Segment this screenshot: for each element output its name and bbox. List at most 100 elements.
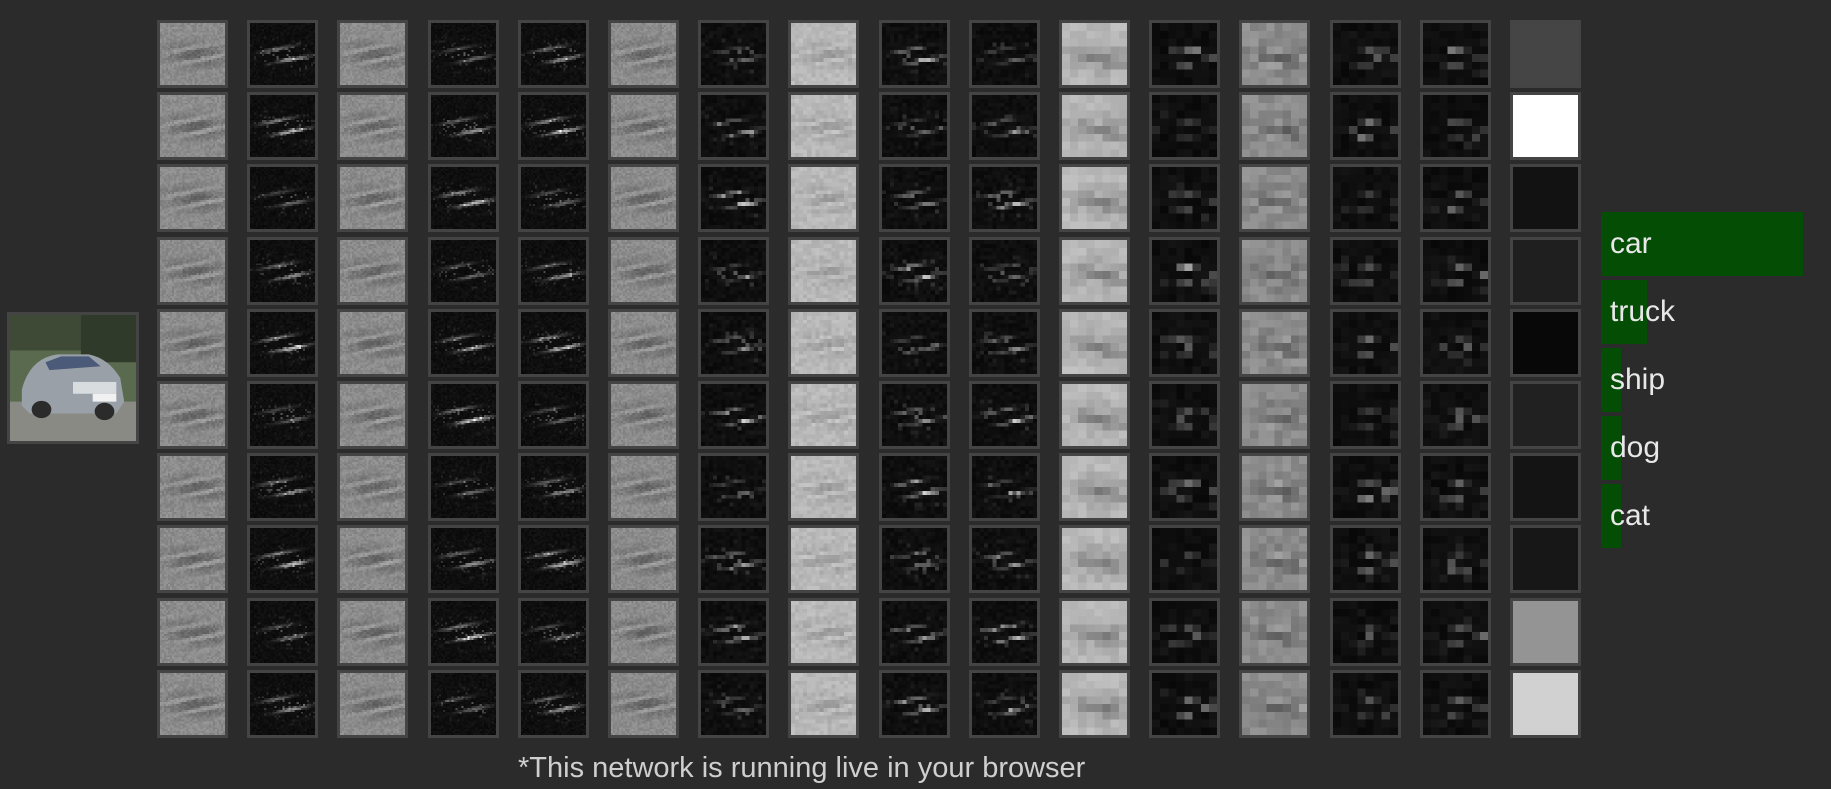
feature-map	[1152, 312, 1217, 374]
activation-cell	[1149, 453, 1220, 521]
activation-cell	[1510, 670, 1581, 738]
feature-map	[972, 384, 1037, 446]
activation-cell	[1239, 381, 1310, 449]
activation-cell	[879, 92, 950, 160]
feature-map	[972, 456, 1037, 518]
feature-map	[160, 456, 225, 518]
feature-map	[1152, 95, 1217, 157]
prediction-bar-ship	[1601, 348, 1621, 412]
feature-map	[791, 601, 856, 663]
feature-map	[972, 240, 1037, 302]
feature-map	[1333, 673, 1398, 735]
activation-cell	[788, 92, 859, 160]
activation-cell	[1239, 453, 1310, 521]
car-photo-icon	[10, 315, 136, 441]
activation-cell	[247, 20, 318, 88]
feature-map	[521, 240, 586, 302]
feature-map	[431, 456, 496, 518]
feature-map	[1333, 601, 1398, 663]
feature-map	[882, 601, 947, 663]
activation-cell	[969, 598, 1040, 666]
activation-cell	[1239, 92, 1310, 160]
feature-map	[972, 95, 1037, 157]
feature-map	[1062, 312, 1127, 374]
activation-cell	[788, 453, 859, 521]
feature-map	[250, 312, 315, 374]
activation-cell	[879, 381, 950, 449]
feature-map	[701, 95, 766, 157]
feature-map	[160, 673, 225, 735]
activation-cell	[428, 20, 499, 88]
feature-map	[611, 384, 676, 446]
activation-cell	[1420, 164, 1491, 232]
feature-map	[1152, 23, 1217, 85]
activation-cell	[1510, 453, 1581, 521]
feature-map	[701, 456, 766, 518]
activation-cell	[1330, 309, 1401, 377]
feature-map	[1062, 167, 1127, 229]
feature-map	[431, 23, 496, 85]
activation-cell	[157, 453, 228, 521]
feature-map	[1152, 456, 1217, 518]
activation-cell	[969, 670, 1040, 738]
activation-cell	[247, 598, 318, 666]
activation-cell	[1420, 237, 1491, 305]
activation-cell	[698, 381, 769, 449]
activation-cell	[1149, 92, 1220, 160]
feature-map	[1062, 456, 1127, 518]
activation-cell	[1149, 20, 1220, 88]
feature-map	[250, 23, 315, 85]
activation-cell	[1239, 237, 1310, 305]
feature-map	[1242, 23, 1307, 85]
feature-map	[521, 601, 586, 663]
feature-map	[250, 167, 315, 229]
feature-map	[431, 601, 496, 663]
activation-cell	[1149, 381, 1220, 449]
feature-map	[701, 601, 766, 663]
feature-map	[1062, 240, 1127, 302]
activation-cell	[518, 381, 589, 449]
feature-map	[521, 23, 586, 85]
feature-map	[972, 528, 1037, 590]
activation-cell	[247, 309, 318, 377]
activation-cell	[1330, 670, 1401, 738]
feature-map	[882, 528, 947, 590]
activation-cell	[247, 92, 318, 160]
activation-cell	[428, 92, 499, 160]
feature-map	[1333, 240, 1398, 302]
feature-map	[521, 456, 586, 518]
feature-map	[521, 384, 586, 446]
activation-cell	[698, 453, 769, 521]
activation-cell	[788, 237, 859, 305]
feature-map	[882, 673, 947, 735]
activation-cell	[969, 381, 1040, 449]
feature-map	[791, 384, 856, 446]
activation-cell	[1059, 164, 1130, 232]
feature-map	[1152, 384, 1217, 446]
feature-map	[1423, 167, 1488, 229]
activation-cell	[1149, 598, 1220, 666]
activation-cell	[608, 598, 679, 666]
activation-cell	[1149, 164, 1220, 232]
feature-map	[1333, 167, 1398, 229]
activation-cell	[157, 381, 228, 449]
feature-map	[250, 528, 315, 590]
activation-cell	[428, 164, 499, 232]
activation-cell	[969, 453, 1040, 521]
activation-cell	[879, 309, 950, 377]
feature-map	[882, 23, 947, 85]
feature-map	[882, 95, 947, 157]
activation-cell	[1510, 164, 1581, 232]
feature-map	[882, 312, 947, 374]
activation-cell	[788, 598, 859, 666]
feature-map	[340, 384, 405, 446]
activation-cell	[1239, 164, 1310, 232]
activation-cell	[1239, 309, 1310, 377]
feature-map	[791, 240, 856, 302]
activation-cell	[788, 525, 859, 593]
activation-cell	[1330, 237, 1401, 305]
feature-map	[972, 312, 1037, 374]
activation-cell	[518, 453, 589, 521]
feature-map	[1242, 95, 1307, 157]
activation-cell	[1420, 381, 1491, 449]
